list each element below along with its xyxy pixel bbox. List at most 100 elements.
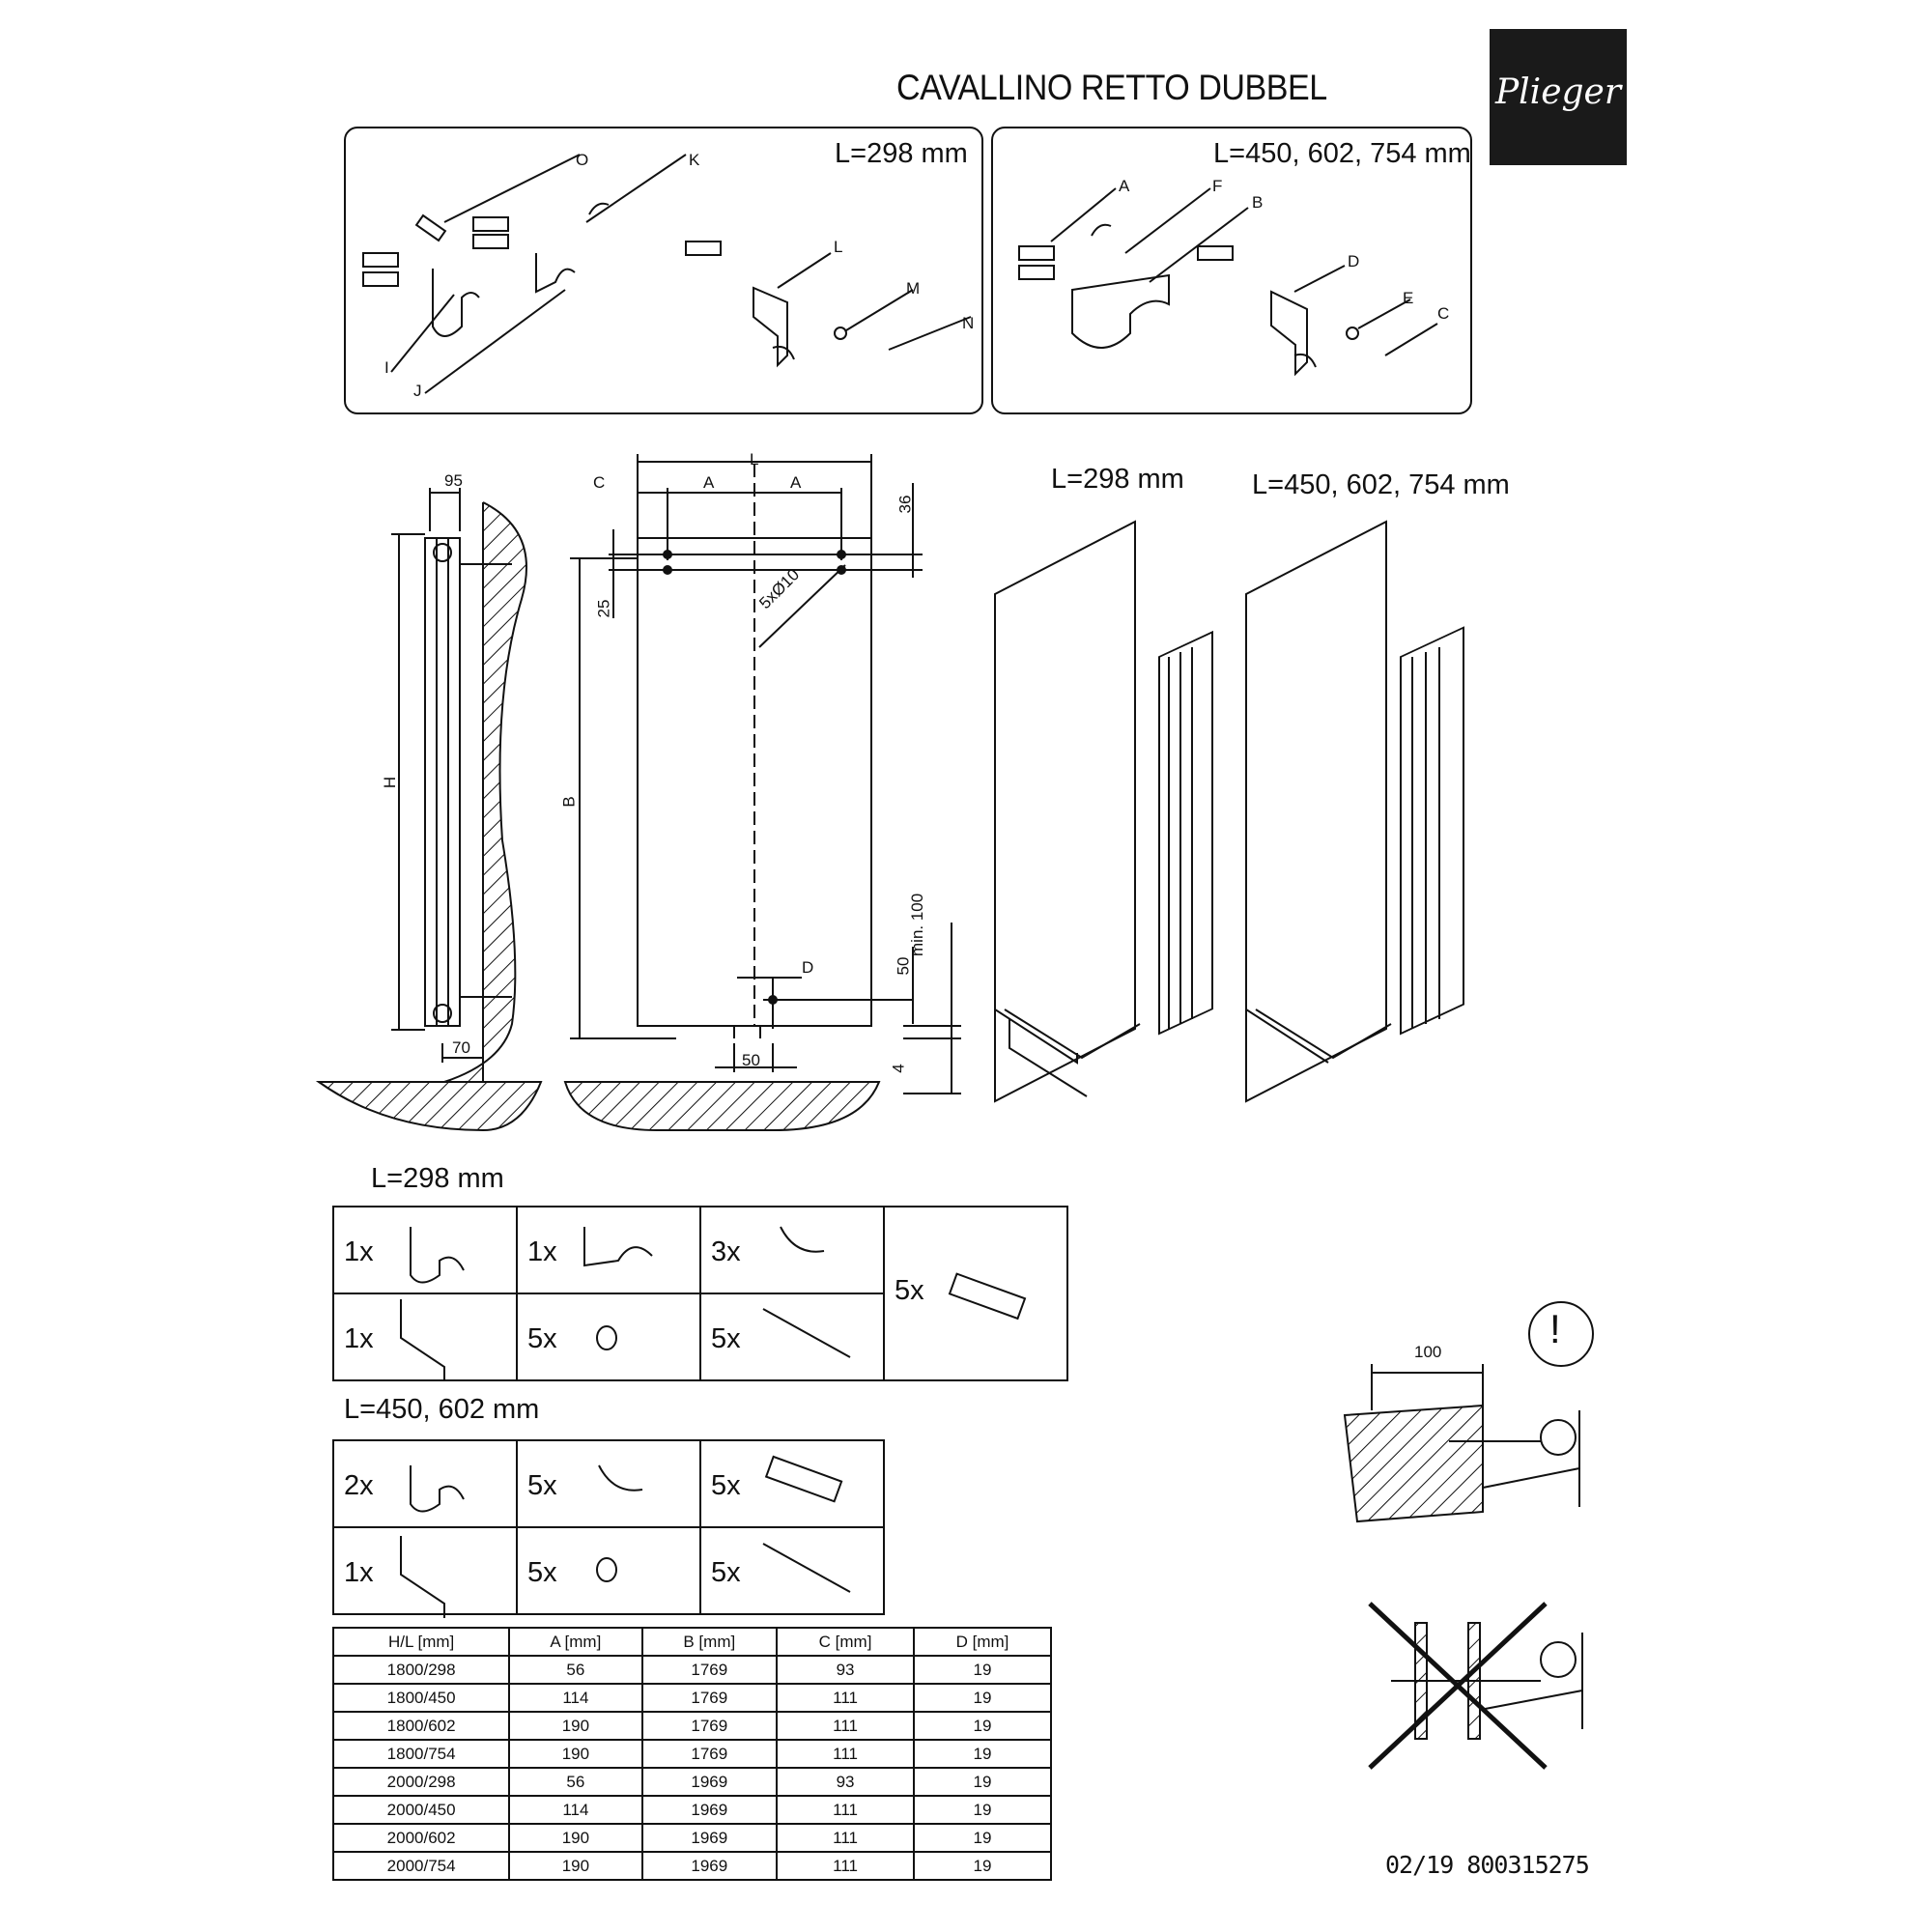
kit-298-cell: 1x: [516, 1206, 701, 1294]
front-dim-50-vertical: 50: [894, 956, 913, 976]
table-cell: 56: [508, 1767, 643, 1797]
iso-label-298: L=298 mm: [1051, 464, 1184, 495]
kit-298-qty: 5x: [527, 1323, 557, 1354]
table-cell: 19: [913, 1655, 1052, 1685]
front-b-label: B: [559, 796, 579, 808]
kit-450-cell: 5x: [699, 1439, 885, 1528]
kit-298-cell: 5x: [699, 1293, 885, 1381]
table-cell: 2000/754: [331, 1851, 511, 1881]
exclamation-drawing: [1528, 1301, 1594, 1367]
correct-mounting-drawing: [1343, 1364, 1580, 1523]
front-dim-50-horizontal: 50: [742, 1051, 760, 1069]
kit-298-qty: 1x: [527, 1236, 557, 1267]
kit-298-cell: 5x: [516, 1293, 701, 1381]
table-header-cell: H/L [mm]: [331, 1627, 511, 1657]
table-cell: 111: [776, 1739, 916, 1769]
table-cell: 2000/602: [331, 1823, 511, 1853]
table-header-cell: D [mm]: [913, 1627, 1052, 1657]
kit-450-cell: 1x: [332, 1526, 518, 1615]
table-cell: 1969: [640, 1851, 779, 1881]
kit-450-cell: 5x: [516, 1526, 701, 1615]
part-label-f: F: [1212, 177, 1223, 195]
table-header-cell: A [mm]: [508, 1627, 643, 1657]
iso-view-298-drawing: [994, 520, 1213, 1103]
part-label-c: C: [1437, 304, 1450, 323]
table-cell: 111: [776, 1711, 916, 1741]
exclamation-icon: !: [1549, 1306, 1561, 1351]
kit-298-cell: 3x: [699, 1206, 885, 1294]
brand-logo: Plieger: [1490, 29, 1627, 165]
table-cell: 2000/298: [331, 1767, 511, 1797]
table-cell: 114: [508, 1683, 643, 1713]
part-label-a: A: [1119, 177, 1130, 195]
kit-450-cell: 2x: [332, 1439, 518, 1528]
kit-298-qty: 1x: [344, 1236, 374, 1267]
incorrect-mounting-drawing: [1368, 1602, 1583, 1770]
kit-298-label: L=298 mm: [371, 1163, 504, 1194]
kit-panel-298-label: L=298 mm: [835, 138, 968, 169]
table-cell: 1769: [640, 1683, 779, 1713]
part-label-k: K: [689, 151, 700, 169]
kit-parts-298-art: [362, 154, 972, 394]
table-cell: 19: [913, 1795, 1052, 1825]
table-cell: 190: [508, 1851, 643, 1881]
front-a1-label: A: [703, 473, 715, 492]
kit-450-qty: 5x: [527, 1470, 557, 1501]
part-label-l: L: [834, 238, 843, 256]
kit-298-table: 1x 1x 3x 5x 1x 5x 5x: [332, 1206, 1068, 1381]
kit-298-qty: 5x: [895, 1275, 924, 1306]
kit-parts-450-art: [1018, 187, 1438, 377]
part-label-b: B: [1252, 193, 1264, 212]
table-cell: 19: [913, 1823, 1052, 1853]
document-number: 02/19 800315275: [1385, 1851, 1590, 1879]
front-a2-label: A: [790, 473, 802, 492]
table-cell: 1800/602: [331, 1711, 511, 1741]
iso-view-450-drawing: [1245, 520, 1464, 1103]
front-offset-dim: 25: [594, 599, 613, 618]
table-cell: 190: [508, 1823, 643, 1853]
kit-450-qty: 2x: [344, 1470, 374, 1501]
table-cell: 1969: [640, 1795, 779, 1825]
table-cell: 1969: [640, 1823, 779, 1853]
crossed-out-icon: [1370, 1604, 1546, 1768]
table-cell: 2000/450: [331, 1795, 511, 1825]
kit-450-table: 2x 5x 5x 1x 5x 5x: [332, 1439, 885, 1615]
kit-panel-450-label: L=450, 602, 754 mm: [1213, 138, 1471, 169]
table-cell: 93: [776, 1655, 916, 1685]
table-cell: 1769: [640, 1739, 779, 1769]
kit-298-qty: 3x: [711, 1236, 741, 1267]
kit-298-cell: 1x: [332, 1206, 518, 1294]
table-header-row: H/L [mm] A [mm] B [mm] C [mm] D [mm]: [331, 1627, 1052, 1657]
front-top-dim: 36: [895, 495, 915, 514]
kit-450-label: L=450, 602 mm: [344, 1394, 540, 1425]
table-cell: 19: [913, 1739, 1052, 1769]
table-cell: 114: [508, 1795, 643, 1825]
kit-panel-450: L=450, 602, 754 mm A F B D E C: [991, 127, 1472, 414]
table-cell: 111: [776, 1851, 916, 1881]
table-cell: 111: [776, 1795, 916, 1825]
page-title: CAVALLINO RETTO DUBBEL: [896, 68, 1327, 107]
table-cell: 1769: [640, 1655, 779, 1685]
front-view-drawing: [570, 454, 961, 1094]
front-min-100: min. 100: [908, 893, 926, 956]
table-header-cell: C [mm]: [776, 1627, 916, 1657]
table-cell: 190: [508, 1711, 643, 1741]
part-label-i: I: [384, 358, 389, 377]
front-width-label: L: [750, 450, 759, 469]
table-cell: 1800/450: [331, 1683, 511, 1713]
table-cell: 1969: [640, 1767, 779, 1797]
kit-450-qty: 5x: [527, 1557, 557, 1588]
dimensions-table: H/L [mm] A [mm] B [mm] C [mm] D [mm] 180…: [331, 1627, 1052, 1881]
table-cell: 111: [776, 1823, 916, 1853]
table-cell: 1800/298: [331, 1655, 511, 1685]
iso-label-450: L=450, 602, 754 mm: [1252, 469, 1510, 500]
kit-298-qty: 5x: [711, 1323, 741, 1354]
table-cell: 1800/754: [331, 1739, 511, 1769]
